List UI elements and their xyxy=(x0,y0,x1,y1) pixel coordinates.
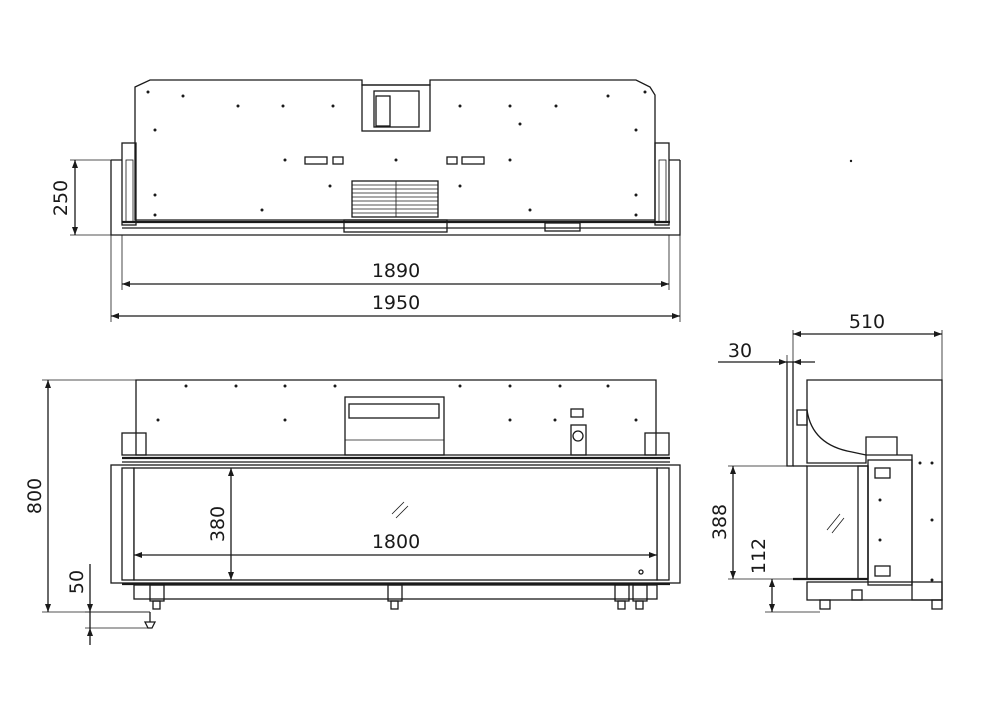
dim-50-arrows xyxy=(87,604,93,636)
top-view-left-inner xyxy=(125,159,134,223)
glass-hatch-side xyxy=(826,513,845,534)
top-view-slot-left xyxy=(304,156,328,165)
front-view-glass xyxy=(133,467,658,581)
side-view-hood xyxy=(806,409,867,456)
front-view-feet xyxy=(149,584,648,610)
side-view-glass-box xyxy=(806,465,869,580)
side-view-front-post xyxy=(786,361,794,467)
top-view-left-frame xyxy=(121,142,137,226)
front-view-rivets xyxy=(156,384,638,422)
stray-dot xyxy=(849,159,853,163)
side-view-glass-edge xyxy=(857,465,869,580)
front-view-center-strip xyxy=(348,403,440,419)
top-view-slot-right xyxy=(461,156,485,165)
front-view-sensor xyxy=(638,569,644,575)
side-view-rear-clip-bottom xyxy=(874,565,891,577)
side-view: 510 30 388 112 xyxy=(709,311,943,613)
side-view-foot-front xyxy=(819,599,831,610)
dim-50-label: 50 xyxy=(66,570,88,594)
side-view-mount xyxy=(796,409,808,426)
side-view-rear-box xyxy=(867,459,913,586)
dim-112-arrows xyxy=(769,579,775,612)
front-view-right-post xyxy=(656,467,670,581)
side-view-upper-body xyxy=(806,379,943,601)
side-view-base xyxy=(806,581,943,601)
front-view-valve-knob xyxy=(572,430,584,442)
top-view: 250 1890 1950 xyxy=(50,79,681,322)
dim-30-label: 30 xyxy=(728,340,752,362)
side-view-hood-box xyxy=(865,436,898,455)
top-view-rivets xyxy=(146,90,647,217)
top-view-grille xyxy=(351,180,439,218)
dim-1950-label: 1950 xyxy=(372,292,420,314)
front-view-valve-top xyxy=(570,408,584,418)
side-view-rivets xyxy=(878,461,934,582)
front-view: 800 380 1800 50 xyxy=(24,379,681,645)
top-view-flue-box xyxy=(361,84,431,132)
dim-1800-label: 1800 xyxy=(372,531,420,553)
top-view-flue-inner xyxy=(373,90,420,128)
top-view-slot-right-2 xyxy=(446,156,458,165)
front-view-adjuster-foot xyxy=(143,612,157,629)
glass-hatch-front xyxy=(391,501,409,519)
top-view-bracket xyxy=(343,219,448,233)
dim-112-label: 112 xyxy=(748,538,770,574)
front-view-base xyxy=(133,584,658,600)
dim-1890-label: 1890 xyxy=(372,260,420,282)
front-view-left-bracket xyxy=(121,432,147,456)
front-view-center-box xyxy=(344,396,445,456)
top-view-slot-left-2 xyxy=(332,156,344,165)
dim-250-arrows xyxy=(72,160,78,235)
side-view-foot-rear xyxy=(931,599,943,610)
dim-380-label: 380 xyxy=(207,506,229,542)
top-view-right-inner xyxy=(658,159,667,223)
side-view-rear-clip-top xyxy=(874,467,891,479)
dim-30-arrows xyxy=(779,359,801,365)
dim-250-label: 250 xyxy=(50,180,72,216)
top-view-right-frame xyxy=(654,142,670,226)
front-view-right-bracket xyxy=(644,432,670,456)
front-view-valve xyxy=(570,424,587,456)
top-view-flue-detail xyxy=(375,95,391,127)
side-view-foot-mid xyxy=(851,589,863,601)
front-view-left-post xyxy=(121,467,135,581)
dim-510-label: 510 xyxy=(849,311,885,333)
top-view-body xyxy=(134,79,656,221)
top-view-front-plate xyxy=(110,159,681,236)
dim-800-label: 800 xyxy=(24,478,46,514)
dim-388-label: 388 xyxy=(709,504,731,540)
top-view-valve xyxy=(544,222,581,232)
